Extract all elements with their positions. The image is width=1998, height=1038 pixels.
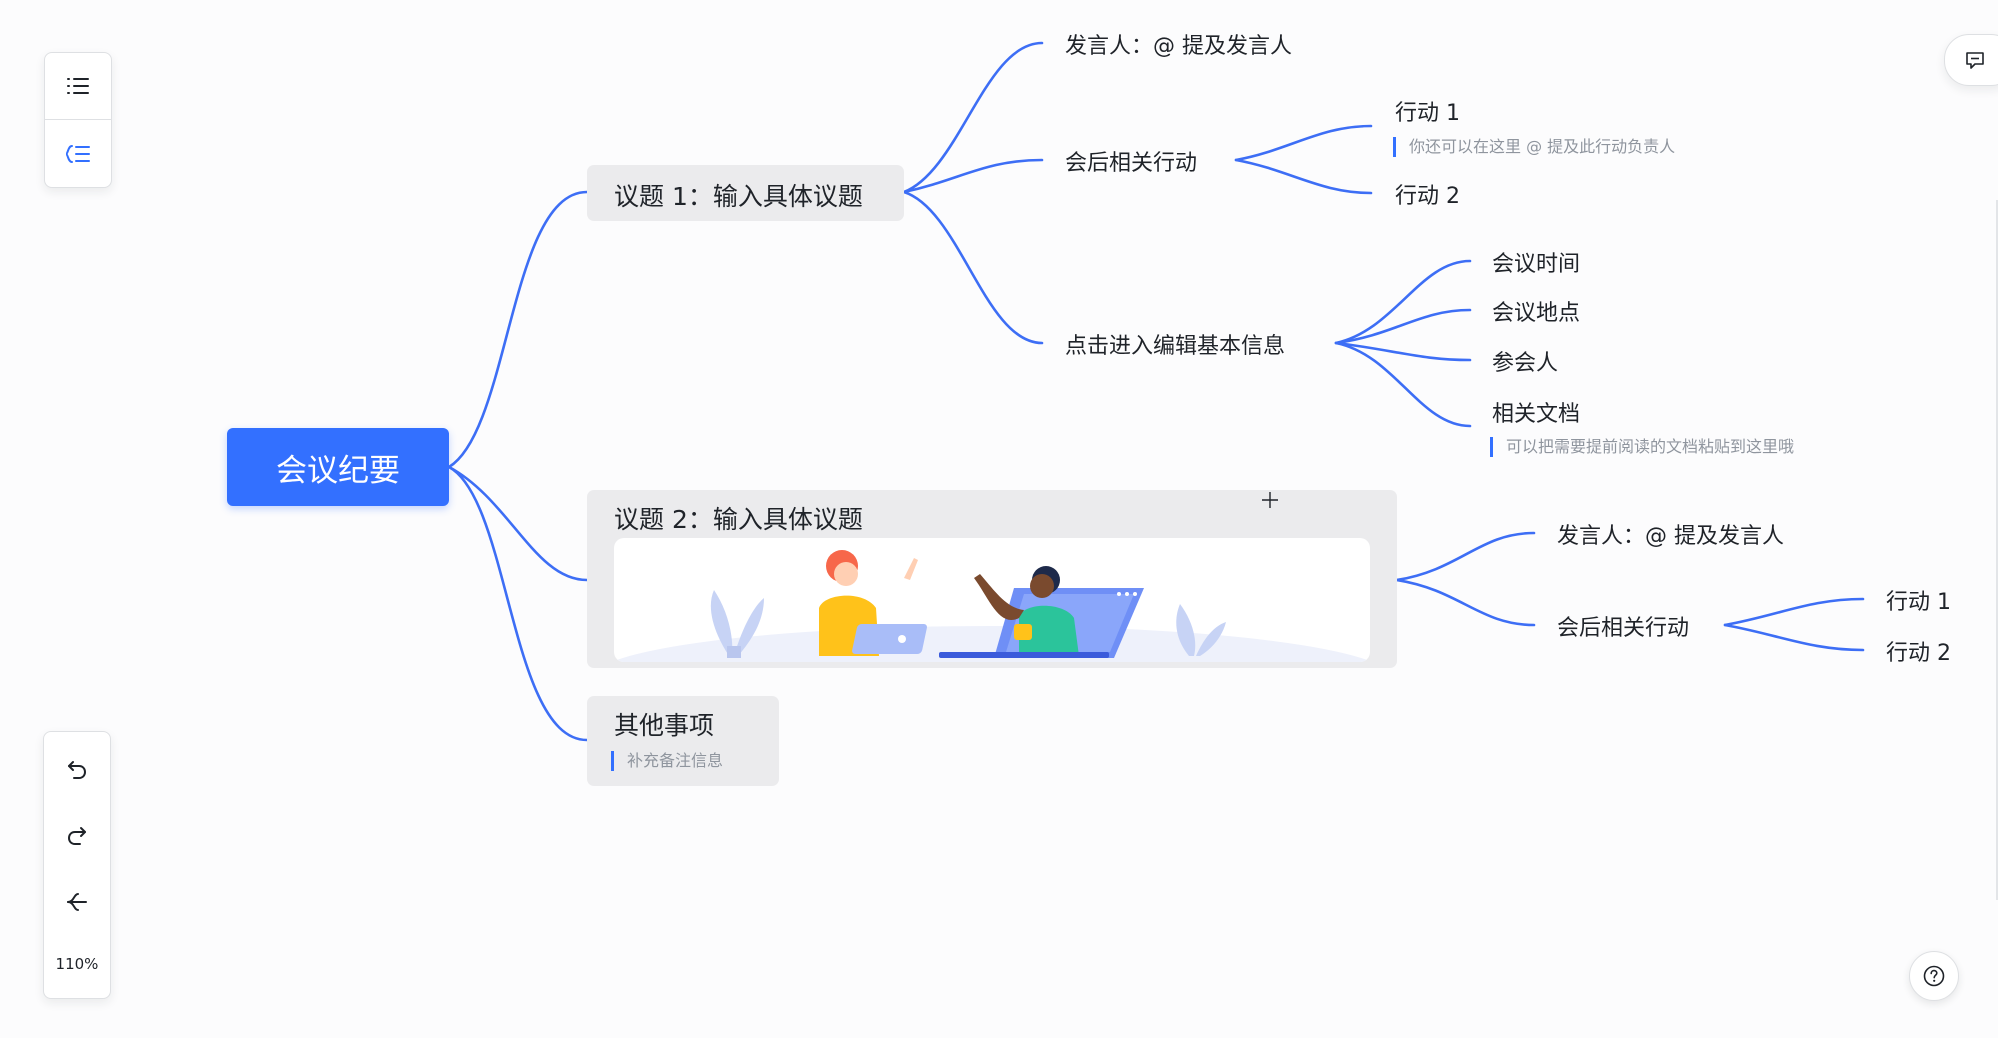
topic-2-actions[interactable]: 会后相关行动 [1557, 616, 1690, 641]
topic-1-action-2[interactable]: 行动 2 [1395, 184, 1460, 209]
topic-1-label: 议题 1：输入具体议题 [614, 182, 863, 211]
topic-1-node[interactable]: 议题 1：输入具体议题 [587, 165, 904, 221]
mindmap-structure-button[interactable] [45, 120, 111, 187]
root-node[interactable]: 会议纪要 [227, 428, 449, 506]
topic-2-action-2[interactable]: 行动 2 [1886, 641, 1951, 666]
link-actions2-action1 [1723, 597, 1865, 627]
link-topic2-speaker [1395, 531, 1536, 582]
branch-layout-icon [67, 893, 87, 911]
help-icon [1923, 965, 1945, 987]
link-topic1-speaker [902, 41, 1044, 194]
topic-1-info-people[interactable]: 参会人 [1492, 351, 1559, 376]
undo-icon [68, 761, 86, 779]
outline-toolbar [44, 52, 112, 188]
link-info-people [1334, 341, 1472, 362]
topic-1-info-place[interactable]: 会议地点 [1492, 301, 1581, 326]
meeting-illustration [614, 538, 1370, 662]
topic-2-speaker[interactable]: 发言人：@ 提及发言人 [1557, 524, 1784, 549]
topic-2-label: 议题 2：输入具体议题 [614, 505, 863, 534]
comment-panel-toggle[interactable] [1944, 34, 1998, 86]
link-actions2-action2 [1723, 623, 1865, 652]
topic-1-info[interactable]: 点击进入编辑基本信息 [1065, 334, 1286, 359]
link-info-docs [1334, 341, 1472, 428]
crosshair-cursor-icon [1262, 492, 1278, 508]
topic-1-actions[interactable]: 会后相关行动 [1065, 151, 1198, 176]
link-info-place [1334, 308, 1472, 345]
list-icon [67, 78, 89, 94]
topic-3-note: 补充备注信息 [611, 751, 723, 771]
topic-1-speaker[interactable]: 发言人：@ 提及发言人 [1065, 34, 1292, 59]
topic-1-info-docs[interactable]: 相关文档 [1492, 402, 1581, 427]
link-topic1-actions [902, 158, 1044, 194]
redo-icon [68, 827, 86, 845]
link-root-topic1 [447, 190, 589, 469]
redo-button[interactable] [44, 808, 110, 862]
topic-3-label: 其他事项 [614, 711, 715, 740]
scrollbar-track[interactable] [1996, 200, 1998, 900]
zoom-level[interactable]: 110% [55, 955, 99, 973]
link-info-time [1334, 259, 1472, 345]
undo-button[interactable] [44, 742, 110, 796]
history-toolbar: 110% [43, 731, 111, 999]
help-button[interactable] [1909, 951, 1959, 1001]
link-actions-action1 [1234, 124, 1373, 162]
topic-3-node[interactable]: 其他事项 补充备注信息 [587, 696, 779, 786]
link-root-topic3 [447, 465, 589, 742]
structure-icon [65, 144, 90, 163]
layout-button[interactable] [44, 875, 110, 929]
outline-view-button[interactable] [45, 53, 111, 119]
link-actions-action2 [1234, 158, 1373, 195]
comment-icon [1966, 52, 1984, 69]
topic-1-action-1[interactable]: 行动 1 [1395, 101, 1460, 126]
topic-2-action-1[interactable]: 行动 1 [1886, 590, 1951, 615]
link-topic1-info [902, 190, 1044, 345]
link-topic2-actions [1395, 578, 1536, 627]
link-root-topic2 [447, 465, 589, 582]
topic-1-action-1-note[interactable]: 你还可以在这里 @ 提及此行动负责人 [1393, 137, 1675, 157]
root-label: 会议纪要 [276, 452, 400, 489]
topic-1-info-docs-note[interactable]: 可以把需要提前阅读的文档粘贴到这里哦 [1490, 437, 1794, 457]
topic-1-info-time[interactable]: 会议时间 [1492, 252, 1581, 277]
